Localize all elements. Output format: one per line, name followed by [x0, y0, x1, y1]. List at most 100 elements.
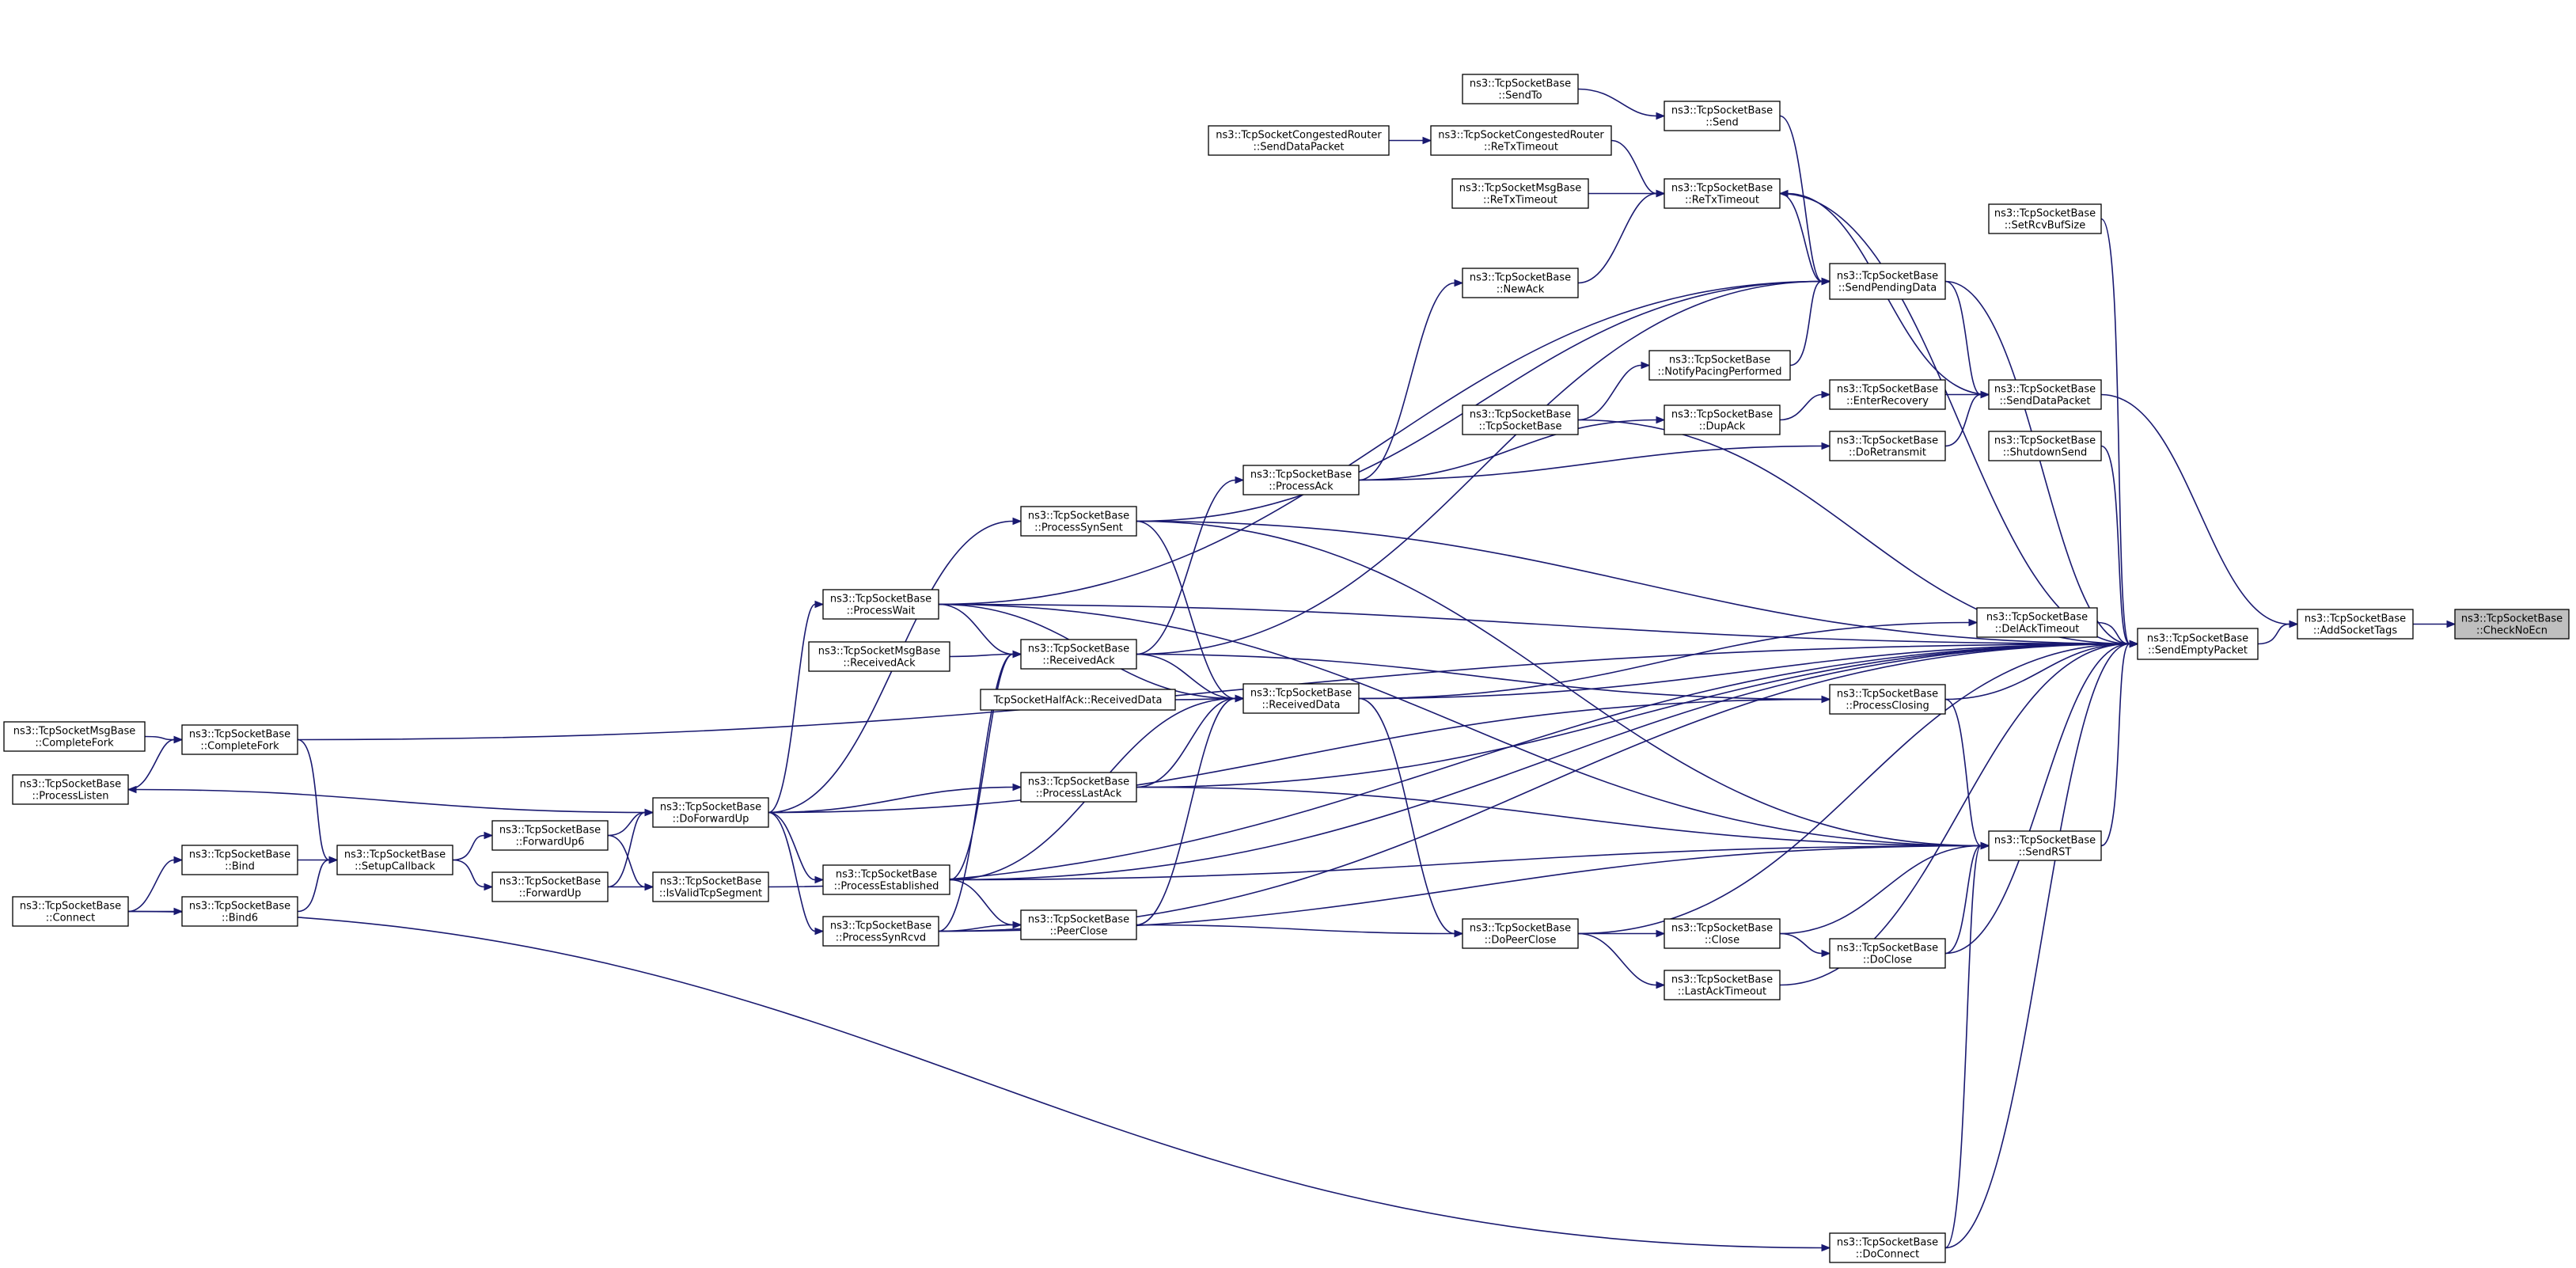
edge-close-to-sendrst: [1779, 841, 1990, 935]
node-doconnect[interactable]: ns3::TcpSocketBase::DoConnect: [1829, 1232, 1946, 1263]
edge-line: [607, 834, 646, 888]
node-sendpendingdata[interactable]: ns3::TcpSocketBase::SendPendingData: [1829, 263, 1946, 300]
edge-line: [1136, 924, 1455, 935]
node-bind[interactable]: ns3::TcpSocketBase::Bind: [181, 845, 298, 875]
node-doretransmit[interactable]: ns3::TcpSocketBase::DoRetransmit: [1829, 431, 1946, 461]
edge-doconnect-to-sendemptypacket: [1944, 640, 2139, 1249]
node-doclose[interactable]: ns3::TcpSocketBase::DoClose: [1829, 938, 1946, 969]
edge-line: [1136, 643, 2130, 788]
node-processwait[interactable]: ns3::TcpSocketBase::ProcessWait: [822, 589, 939, 620]
edge-line: [1358, 282, 1455, 481]
node-connect[interactable]: ns3::TcpSocketBase::Connect: [12, 896, 129, 927]
node-msgretx[interactable]: ns3::TcpSocketMsgBase::ReTxTimeout: [1451, 178, 1589, 209]
edge-line: [949, 653, 1014, 881]
node-peerclose[interactable]: ns3::TcpSocketBase::PeerClose: [1020, 909, 1137, 940]
arrowhead-icon: [1656, 189, 1666, 198]
node-label: ns3::TcpSocketBase: [1250, 469, 1352, 481]
edge-line: [1136, 280, 1823, 522]
node-newack[interactable]: ns3::TcpSocketBase::NewAck: [1462, 268, 1579, 298]
arrowhead-icon: [2129, 640, 2139, 648]
node-label: ::Close: [1705, 935, 1739, 947]
edge-doretransmit-to-senddatapacket: [1944, 390, 1990, 447]
node-forwardup[interactable]: ns3::TcpSocketBase::ForwardUp: [491, 871, 609, 902]
node-receiveddata[interactable]: ns3::TcpSocketBase::ReceivedData: [1242, 683, 1360, 714]
node-enterrecovery[interactable]: ns3::TcpSocketBase::EnterRecovery: [1829, 379, 1946, 410]
node-close[interactable]: ns3::TcpSocketBase::Close: [1664, 918, 1781, 949]
node-senddatapacket[interactable]: ns3::TcpSocketBase::SendDataPacket: [1988, 379, 2102, 410]
edge-line: [768, 643, 2130, 888]
node-sendemptypacket[interactable]: ns3::TcpSocketBase::SendEmptyPacket: [2137, 628, 2259, 660]
arrowhead-icon: [1821, 1243, 1831, 1252]
arrowhead-icon: [1012, 650, 1022, 659]
node-congsenddata[interactable]: ns3::TcpSocketCongestedRouter::SendDataP…: [1208, 125, 1390, 156]
node-notifypacing[interactable]: ns3::TcpSocketBase::NotifyPacingPerforme…: [1648, 350, 1791, 381]
node-doforwardup[interactable]: ns3::TcpSocketBase::DoForwardUp: [652, 797, 769, 828]
node-bind6[interactable]: ns3::TcpSocketBase::Bind6: [181, 896, 298, 927]
node-msgreceivedack[interactable]: ns3::TcpSocketMsgBase::ReceivedAck: [808, 641, 950, 672]
node-box: [1648, 350, 1791, 381]
node-dopeerclose[interactable]: ns3::TcpSocketBase::DoPeerClose: [1462, 918, 1579, 949]
edge-dopeerclose-to-close: [1578, 929, 1666, 938]
node-box: [1988, 203, 2102, 234]
node-addsockettags[interactable]: ns3::TcpSocketBase::AddSocketTags: [2297, 609, 2414, 640]
edge-line: [1358, 445, 1823, 481]
node-box: [1462, 268, 1579, 298]
edge-line: [2100, 445, 2130, 645]
edge-dopeerclose-to-lastacktimeout: [1577, 932, 1666, 989]
edge-line: [1136, 520, 1236, 700]
node-delacktimeout[interactable]: ns3::TcpSocketBase::DelAckTimeout: [1976, 607, 2098, 638]
node-box: [1451, 178, 1589, 209]
edge-doforwardup-to-processwait: [768, 600, 825, 814]
node-label: ::ProcessEstablished: [834, 881, 939, 893]
node-label: ns3::TcpSocketBase: [2305, 613, 2406, 625]
node-setupcallback[interactable]: ns3::TcpSocketBase::SetupCallback: [336, 845, 453, 875]
node-setrcvbufsize[interactable]: ns3::TcpSocketBase::SetRcvBufSize: [1988, 203, 2102, 234]
node-receivedack[interactable]: ns3::TcpSocketBase::ReceivedAck: [1020, 639, 1137, 670]
node-box: [3, 721, 146, 752]
arrowhead-icon: [1422, 136, 1432, 145]
arrowhead-icon: [814, 927, 825, 936]
node-tcpsocketbase[interactable]: ns3::TcpSocketBase::TcpSocketBase: [1462, 404, 1579, 435]
node-msgcompletefork[interactable]: ns3::TcpSocketMsgBase::CompleteFork: [3, 721, 146, 752]
node-checknoecn[interactable]: ns3::TcpSocketBase::CheckNoEcn: [2454, 609, 2570, 640]
node-isvalidtcpsegment[interactable]: ns3::TcpSocketBase::IsValidTcpSegment: [652, 871, 769, 902]
node-box: [822, 916, 939, 947]
node-box: [2137, 628, 2259, 660]
node-box: [1664, 918, 1781, 949]
edge-tcpsocketbase-to-notifypacing: [1577, 361, 1651, 421]
node-box: [1664, 970, 1781, 1000]
node-label: ::ProcessSynSent: [1034, 522, 1123, 534]
edge-line: [1610, 139, 1657, 195]
node-processestablished[interactable]: ns3::TcpSocketBase::ProcessEstablished: [822, 864, 950, 895]
node-label: ns3::TcpSocketBase: [1837, 271, 1938, 283]
arrowhead-icon: [1012, 921, 1022, 929]
node-sendto[interactable]: ns3::TcpSocketBase::SendTo: [1462, 74, 1579, 104]
node-label: ns3::TcpSocketBase: [1837, 384, 1938, 396]
node-halfack[interactable]: TcpSocketHalfAck::ReceivedData: [980, 689, 1176, 711]
node-processlastack[interactable]: ns3::TcpSocketBase::ProcessLastAck: [1020, 772, 1137, 803]
edge-line: [1779, 932, 1823, 955]
node-congretx[interactable]: ns3::TcpSocketCongestedRouter::ReTxTimeo…: [1430, 125, 1612, 156]
edge-doforwardup-to-processlastack: [768, 783, 1022, 814]
node-sendrst[interactable]: ns3::TcpSocketBase::SendRST: [1988, 830, 2102, 861]
node-label: ns3::TcpSocketBase: [189, 901, 290, 913]
node-retxtimeout[interactable]: ns3::TcpSocketBase::ReTxTimeout: [1664, 178, 1781, 209]
node-box: [980, 689, 1176, 711]
node-completefork[interactable]: ns3::TcpSocketBase::CompleteFork: [181, 724, 298, 755]
arrowhead-icon: [1821, 390, 1831, 399]
node-dupack[interactable]: ns3::TcpSocketBase::DupAck: [1664, 404, 1781, 435]
node-processclosing[interactable]: ns3::TcpSocketBase::ProcessClosing: [1829, 684, 1946, 715]
node-send[interactable]: ns3::TcpSocketBase::Send: [1664, 101, 1781, 131]
node-lastacktimeout[interactable]: ns3::TcpSocketBase::LastAckTimeout: [1664, 970, 1781, 1000]
node-label: TcpSocketHalfAck::ReceivedData: [993, 695, 1163, 707]
node-shutdownsend[interactable]: ns3::TcpSocketBase::ShutdownSend: [1988, 431, 2102, 461]
node-forwardup6[interactable]: ns3::TcpSocketBase::ForwardUp6: [491, 820, 609, 851]
edge-line: [1358, 419, 1657, 481]
edge-line: [1136, 653, 1823, 700]
edge-line: [1136, 520, 2130, 645]
node-processsynrcvd[interactable]: ns3::TcpSocketBase::ProcessSynRcvd: [822, 916, 939, 947]
edge-line: [1944, 643, 2130, 700]
node-processlisten[interactable]: ns3::TcpSocketBase::ProcessListen: [12, 774, 129, 805]
node-processack[interactable]: ns3::TcpSocketBase::ProcessAck: [1242, 465, 1360, 495]
node-processsynsent[interactable]: ns3::TcpSocketBase::ProcessSynSent: [1020, 506, 1137, 537]
